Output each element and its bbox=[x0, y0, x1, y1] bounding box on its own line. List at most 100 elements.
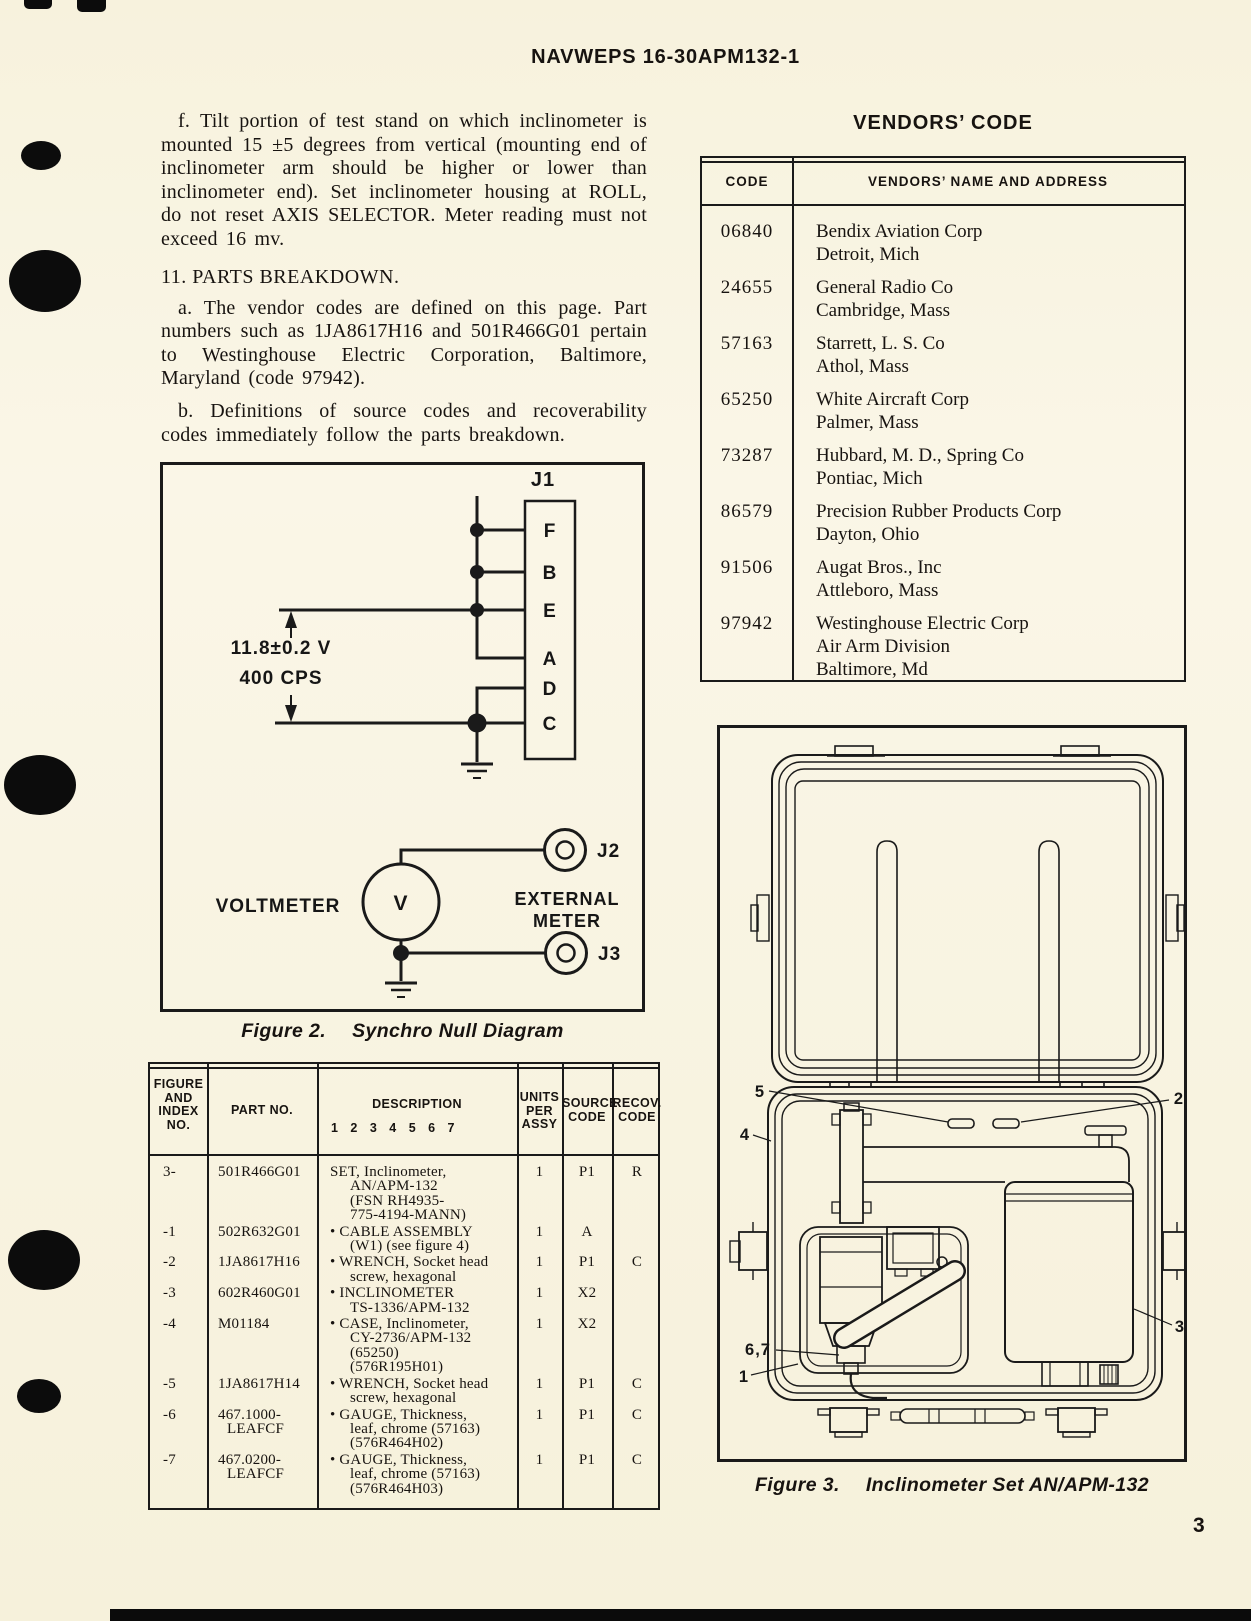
j1-connector: J1 F B E A D C bbox=[523, 469, 577, 761]
scan-artifact-top-tick bbox=[77, 0, 106, 12]
units-cell: 1 bbox=[535, 1451, 544, 1468]
vendor-name-address: Bendix Aviation Corp Detroit, Mich bbox=[816, 221, 983, 265]
figure2-caption-label: Figure 2. bbox=[241, 1020, 327, 1042]
inclinometer-device bbox=[799, 1226, 969, 1400]
paragraph-b: b. Definitions of source codes and recov… bbox=[161, 399, 647, 446]
source-code-cell: P1 bbox=[578, 1164, 596, 1180]
j1-label: J1 bbox=[531, 469, 555, 491]
recov-code-cell: C bbox=[631, 1375, 643, 1392]
vendor-row: 97942 Westinghouse Electric Corp Air Arm… bbox=[702, 612, 1184, 681]
figure-index-cell: -5 bbox=[163, 1375, 176, 1392]
recov-code-header: RECOV. CODE bbox=[612, 1096, 662, 1124]
vendor-code: 24655 bbox=[720, 277, 774, 298]
vendors-header-row: CODE VENDORS’ NAME AND ADDRESS bbox=[702, 158, 1184, 206]
vendor-name-address: Starrett, L. S. Co Athol, Mass bbox=[816, 333, 945, 377]
vendor-row: 65250 White Aircraft Corp Palmer, Mass bbox=[702, 388, 1184, 434]
vendor-row: 24655 General Radio Co Cambridge, Mass bbox=[702, 276, 1184, 322]
vendor-name-address: Westinghouse Electric Corp Air Arm Divis… bbox=[816, 613, 1029, 680]
figure-index-cell: -7 bbox=[163, 1451, 176, 1468]
parts-column-divider bbox=[562, 1064, 564, 1508]
vendor-row: 57163 Starrett, L. S. Co Athol, Mass bbox=[702, 332, 1184, 378]
vendor-code: 97942 bbox=[720, 613, 774, 634]
figure2-synchro-null-diagram: J1 F B E A D C 11.8±0.2 V 400 CPS bbox=[160, 462, 645, 1012]
vendor-row: 91506 Augat Bros., Inc Attleboro, Mass bbox=[702, 556, 1184, 602]
source-code-cell: P1 bbox=[578, 1375, 596, 1392]
recov-code-cell: R bbox=[631, 1164, 643, 1180]
pin-a: A bbox=[543, 649, 558, 670]
source-code-cell: X2 bbox=[577, 1285, 597, 1302]
binder-hole bbox=[8, 1230, 80, 1290]
figure3-border bbox=[717, 725, 1187, 1462]
vendor-name-address: Augat Bros., Inc Attleboro, Mass bbox=[816, 557, 942, 601]
figure-index-cell: -1 bbox=[163, 1223, 176, 1240]
inclinometer-unit-box bbox=[1004, 1181, 1134, 1387]
scan-artifact-top-tick bbox=[24, 0, 52, 9]
parts-row: -7 467.0200- LEAFCF • GAUGE, Thickness, … bbox=[150, 1451, 658, 1497]
parts-row: -5 1JA8617H14 • WRENCH, Socket head scre… bbox=[150, 1375, 658, 1407]
recov-code-cell: C bbox=[631, 1254, 643, 1271]
figure-index-cell: -2 bbox=[163, 1254, 176, 1271]
vendor-code: 73287 bbox=[720, 445, 774, 466]
parts-column-divider bbox=[612, 1064, 614, 1508]
part-no-cell: 501R466G01 bbox=[218, 1164, 301, 1180]
synchro-wiring bbox=[275, 496, 525, 779]
vendor-name-address: White Aircraft Corp Palmer, Mass bbox=[816, 389, 970, 433]
description-cell: • GAUGE, Thickness, leaf, chrome (57163)… bbox=[330, 1406, 481, 1452]
source-code-cell: P1 bbox=[578, 1451, 596, 1468]
vendor-code: 06840 bbox=[720, 221, 774, 242]
units-cell: 1 bbox=[535, 1375, 544, 1392]
parts-column-divider bbox=[517, 1064, 519, 1508]
figure-index-cell: 3- bbox=[163, 1164, 176, 1180]
intro-text: f. Tilt portion of test stand on which i… bbox=[161, 110, 647, 456]
parts-breakdown-table: FIGURE AND INDEX NO. PART NO. DESCRIPTIO… bbox=[148, 1062, 662, 1510]
parts-row: 3- 501R466G01 SET, Inclinometer, AN/APM-… bbox=[150, 1164, 658, 1223]
vendor-name-address: Precision Rubber Products Corp Dayton, O… bbox=[816, 501, 1062, 545]
pin-c: C bbox=[543, 714, 558, 735]
parts-rows: 3- 501R466G01 SET, Inclinometer, AN/APM-… bbox=[150, 1156, 658, 1508]
case-lid bbox=[750, 745, 1185, 1088]
part-no-cell: 1JA8617H14 bbox=[218, 1375, 301, 1392]
units-cell: 1 bbox=[535, 1254, 544, 1271]
voltmeter-symbol: V VOLTMETER bbox=[216, 848, 545, 998]
figure-index-header: FIGURE AND INDEX NO. bbox=[153, 1077, 204, 1132]
figure3-caption: Figure 3.Inclinometer Set AN/APM-132 bbox=[717, 1474, 1187, 1497]
callout-2: 2 bbox=[1174, 1090, 1184, 1108]
recov-code-cell: C bbox=[631, 1406, 643, 1423]
figure-index-cell: -4 bbox=[163, 1316, 176, 1333]
j2-label: J2 bbox=[597, 841, 620, 862]
description-cell: • INCLINOMETER TS-1336/APM-132 bbox=[330, 1285, 470, 1316]
source-code-cell: P1 bbox=[578, 1254, 596, 1271]
vendor-row: 06840 Bendix Aviation Corp Detroit, Mich bbox=[702, 220, 1184, 266]
table-double-rule bbox=[150, 1067, 658, 1069]
parts-row: -6 467.1000- LEAFCF • GAUGE, Thickness, … bbox=[150, 1406, 658, 1452]
mounting-bracket bbox=[831, 1102, 1130, 1224]
j3-label: J3 bbox=[598, 944, 621, 965]
figure-index-cell: -3 bbox=[163, 1285, 176, 1302]
description-cell: • WRENCH, Socket head screw, hexagonal bbox=[330, 1254, 489, 1285]
vendors-column-divider bbox=[792, 158, 794, 680]
units-cell: 1 bbox=[535, 1406, 544, 1423]
callout-5: 5 bbox=[755, 1083, 765, 1101]
description-indenture-header: 1 2 3 4 5 6 7 bbox=[331, 1121, 460, 1135]
vendors-table-title: VENDORS’ CODE bbox=[853, 112, 1033, 134]
parts-row: -2 1JA8617H16 • WRENCH, Socket head scre… bbox=[150, 1254, 658, 1285]
section-heading: 11. PARTS BREAKDOWN. bbox=[161, 265, 400, 288]
units-cell: 1 bbox=[535, 1285, 544, 1302]
description-cell: • WRENCH, Socket head screw, hexagonal bbox=[330, 1375, 489, 1407]
external-meter-line1: EXTERNAL bbox=[514, 889, 619, 909]
callout-1: 1 bbox=[739, 1368, 749, 1386]
source-code-cell: X2 bbox=[577, 1316, 597, 1333]
table-double-rule bbox=[702, 161, 1184, 163]
units-cell: 1 bbox=[535, 1164, 544, 1180]
part-no-cell: M01184 bbox=[218, 1316, 270, 1333]
doc-number: NAVWEPS 16-30APM132-1 bbox=[531, 46, 800, 68]
parts-row: -3 602R460G01 • INCLINOMETER TS-1336/APM… bbox=[150, 1285, 658, 1316]
description-cell: • GAUGE, Thickness, leaf, chrome (57163)… bbox=[330, 1451, 481, 1497]
external-meter-line2: METER bbox=[533, 911, 601, 931]
part-no-cell: 467.1000- LEAFCF bbox=[218, 1406, 285, 1437]
parts-column-divider bbox=[317, 1064, 319, 1508]
figure2-border bbox=[160, 462, 645, 1012]
recov-code-cell: C bbox=[631, 1451, 643, 1468]
vendor-name-address: Hubbard, M. D., Spring Co Pontiac, Mich bbox=[816, 445, 1024, 489]
pin-b: B bbox=[543, 563, 558, 584]
